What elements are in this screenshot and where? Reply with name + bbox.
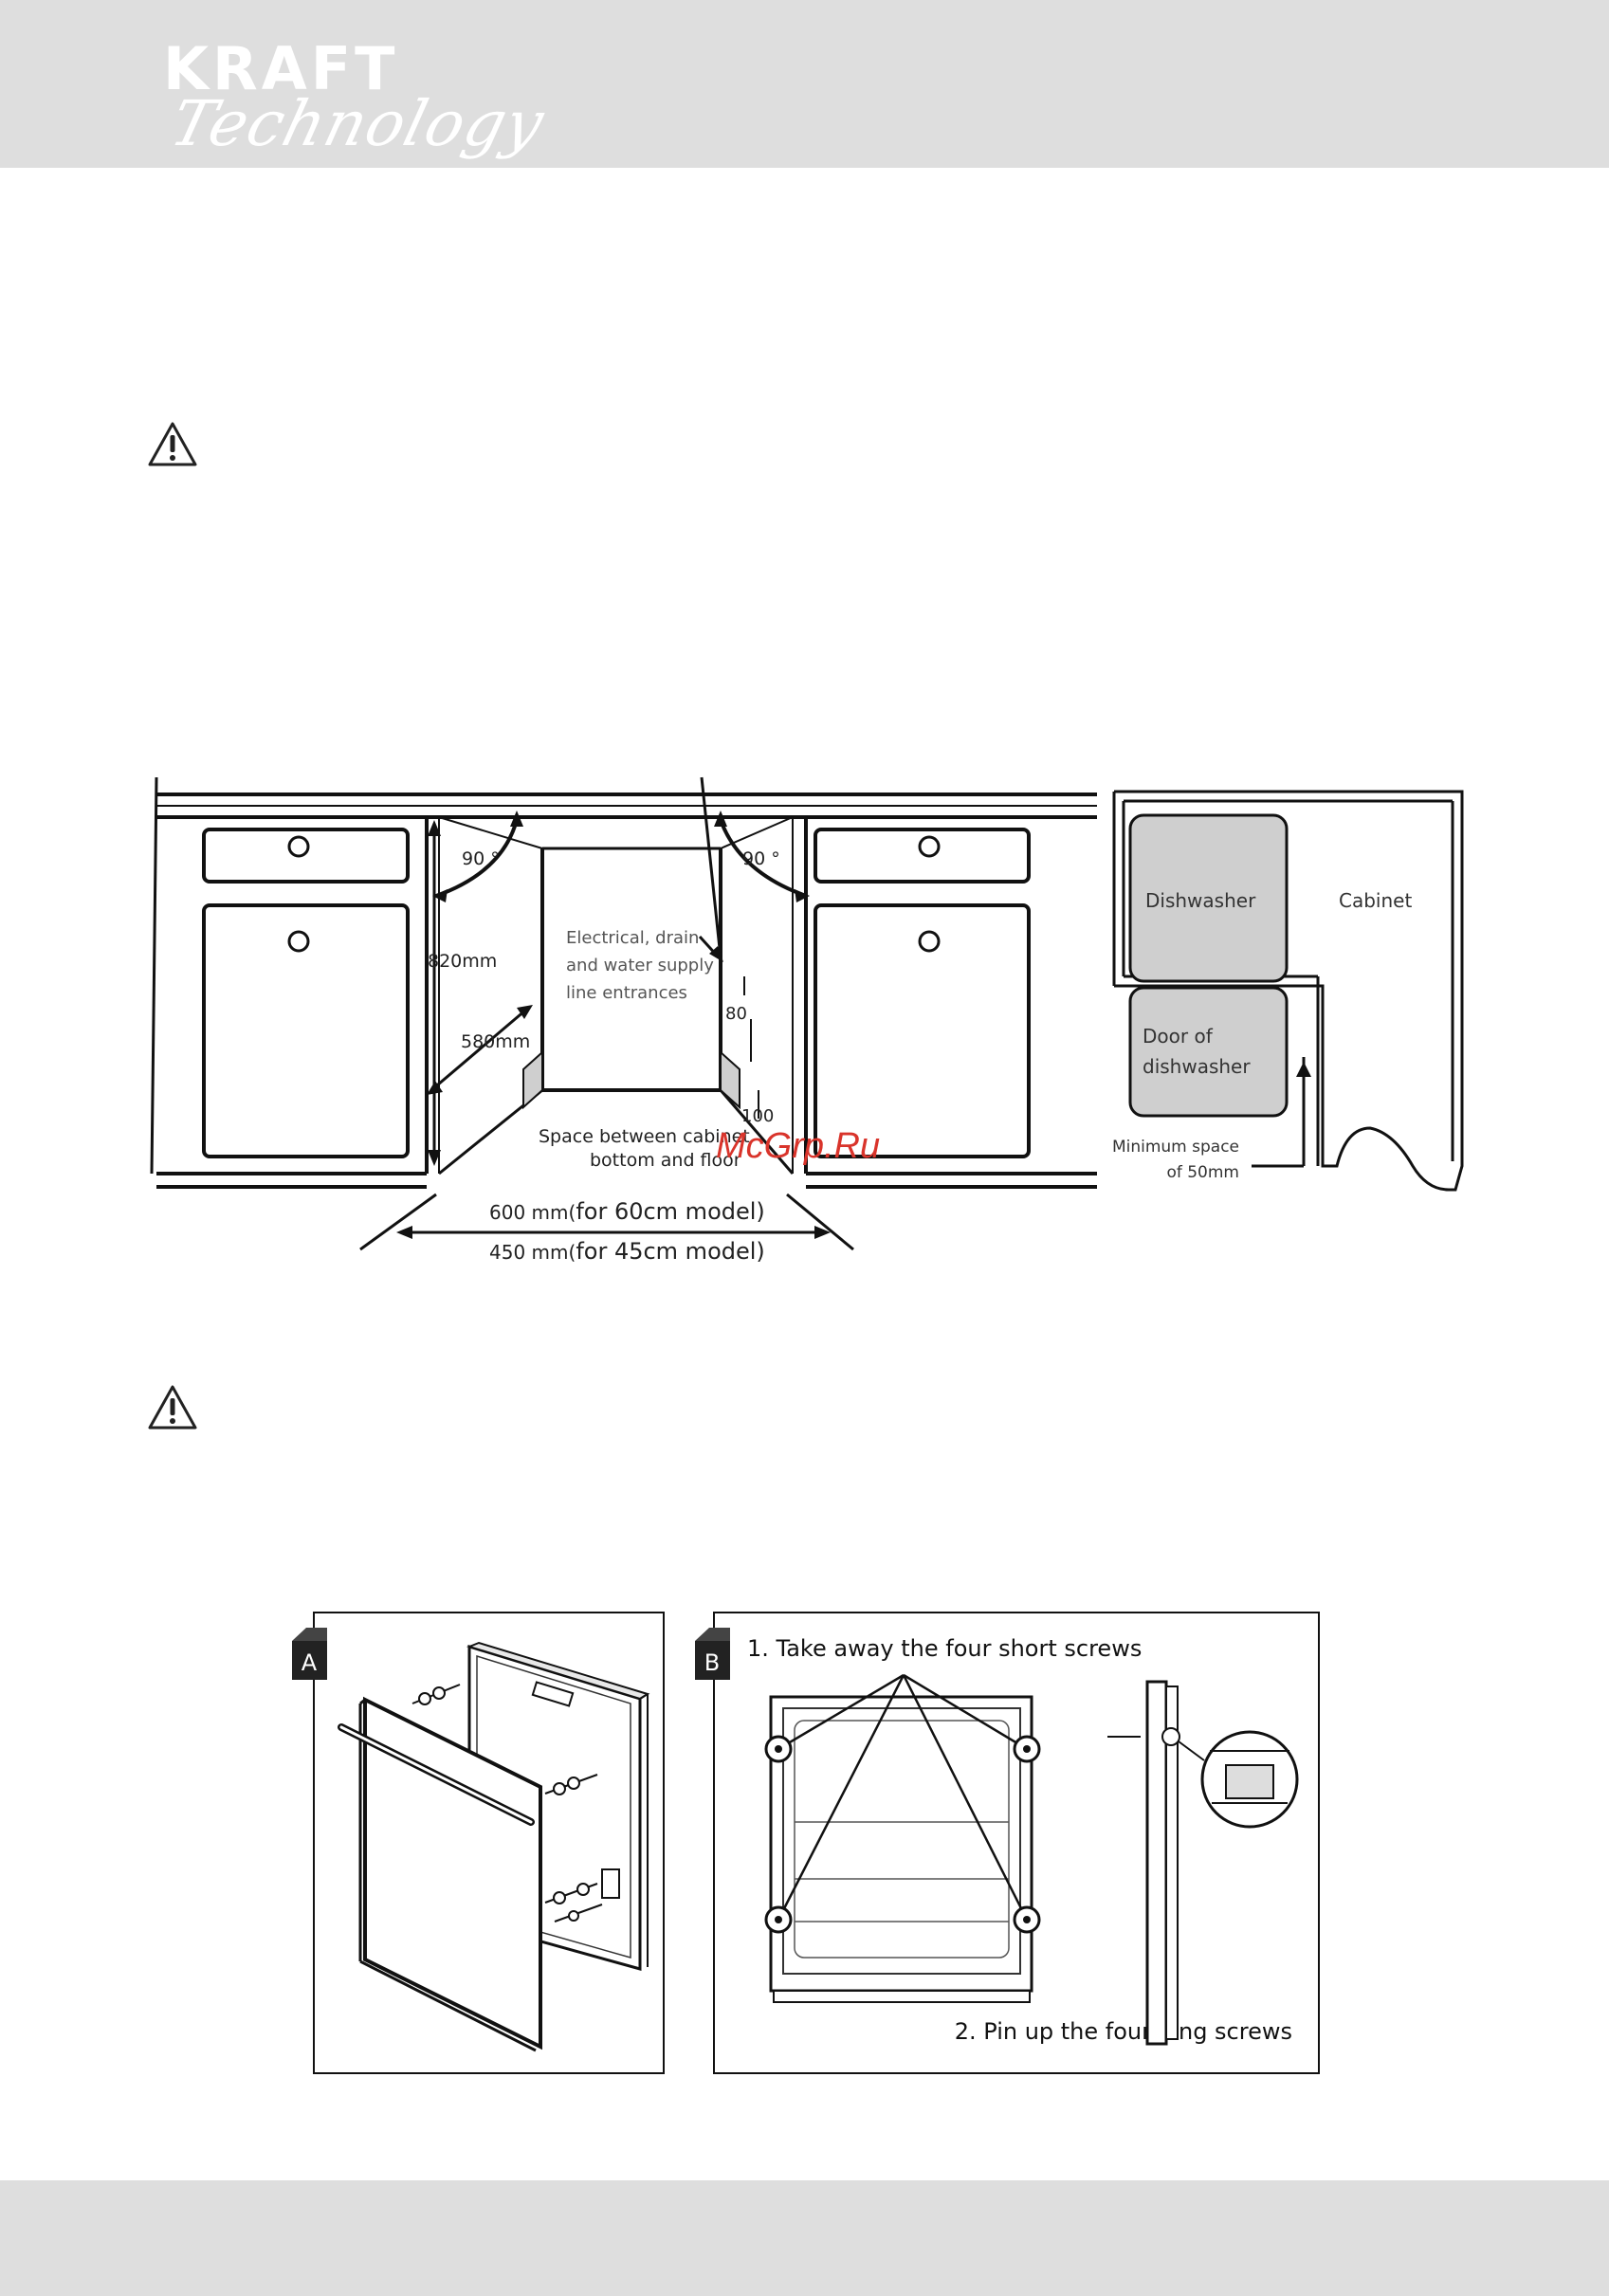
cabinet-label: Cabinet [1339, 889, 1412, 912]
door-label-2: dishwasher [1143, 1055, 1251, 1078]
brand-logo: KRAFT Technology [163, 36, 561, 169]
installation-dimensions-diagram: 90 ° 90 ° 820mm 580mm Electrical, drain … [150, 776, 1097, 1265]
width-45-label: 450 mm(for 45cm model) [489, 1238, 765, 1265]
angle-right-label: 90 ° [742, 848, 780, 869]
warning-triangle-icon [148, 1385, 197, 1430]
door-label-1: Door of [1143, 1025, 1214, 1048]
step-2-text: 2. Pin up the four long screws [955, 2018, 1292, 2045]
dim-80-label: 80 [725, 1004, 747, 1024]
height-820-label: 820mm [428, 951, 497, 972]
brand-name: KRAFT [163, 34, 399, 103]
panel-a-door-mounting: A [292, 1612, 665, 2074]
entrances-label-1: Electrical, drain [566, 928, 699, 948]
brand-tagline: Technology [163, 87, 552, 160]
warning-triangle-icon [148, 422, 197, 466]
width-60-label: 600 mm(for 60cm model) [489, 1198, 765, 1225]
dim-100-label: 100 [741, 1106, 774, 1126]
panel-b-label: B [704, 1649, 720, 1676]
space-label-1: Space between cabinet [539, 1126, 750, 1147]
page-header [0, 0, 1609, 168]
angle-left-label: 90 ° [462, 848, 500, 869]
min-space-label-1: Minimum space [1112, 1138, 1239, 1157]
door-clearance-diagram: Dishwasher Cabinet Door of dishwasher Mi… [1112, 790, 1464, 1192]
space-label-2: bottom and floor [590, 1150, 741, 1171]
panel-b-screw-instructions: B 1. Take away the four short screws 2. … [695, 1612, 1320, 2074]
entrances-label-2: and water supply [566, 956, 714, 975]
dishwasher-label: Dishwasher [1145, 889, 1256, 912]
entrances-label-3: line entrances [566, 983, 687, 1003]
panel-a-label: A [302, 1649, 318, 1676]
depth-580-label: 580mm [461, 1031, 530, 1052]
page-footer [0, 2180, 1609, 2296]
min-space-label-2: of 50mm [1166, 1163, 1239, 1182]
watermark: McGrp.Ru [716, 1126, 881, 1166]
step-1-text: 1. Take away the four short screws [747, 1635, 1142, 1662]
